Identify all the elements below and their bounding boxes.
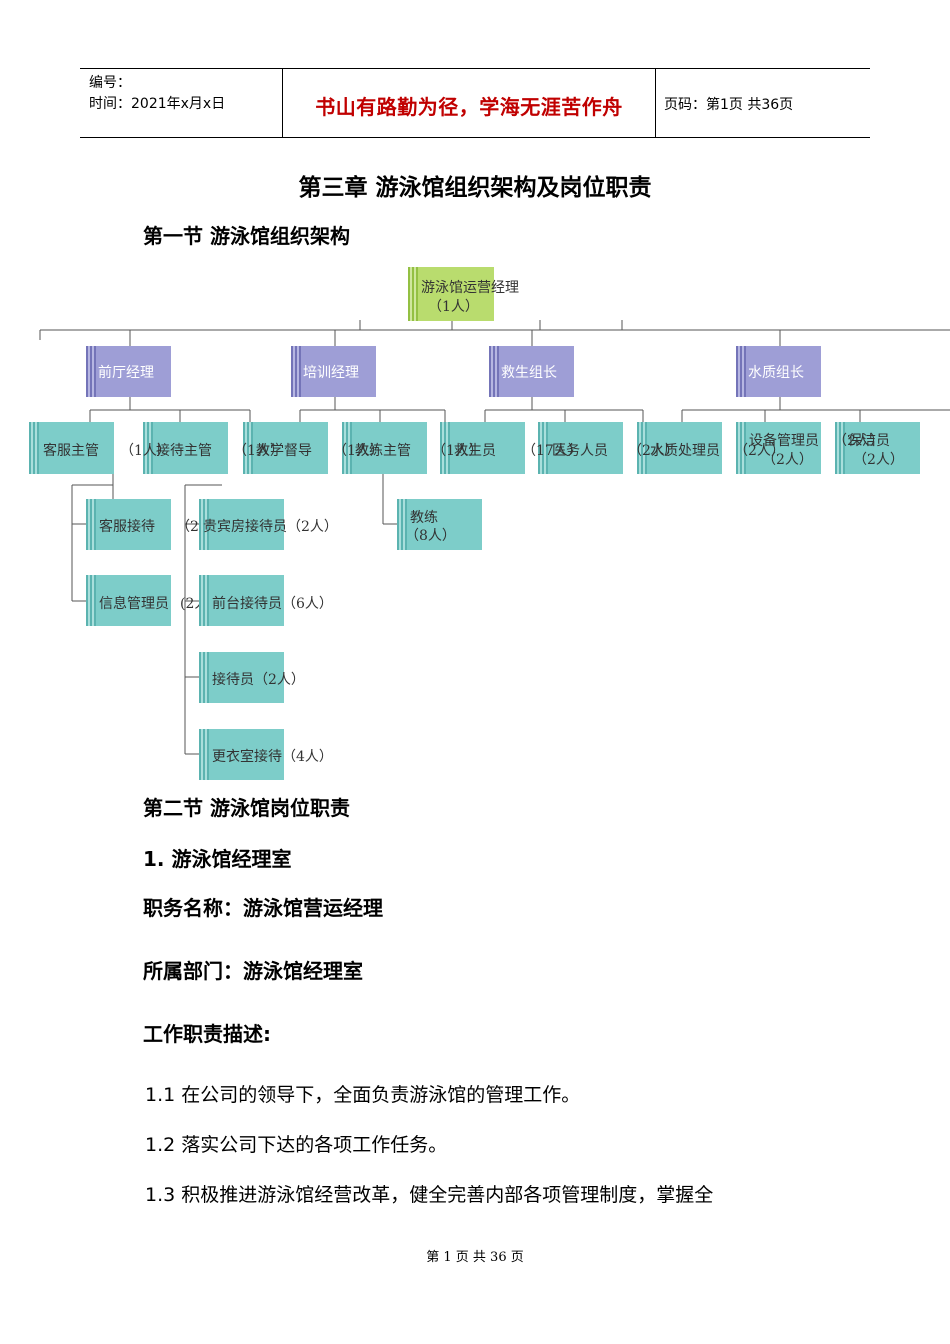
node-accent	[86, 346, 96, 397]
org-node-box	[736, 422, 821, 474]
node-accent	[342, 422, 352, 474]
node-accent	[243, 422, 253, 474]
org-node-operations-manager	[408, 267, 494, 321]
number-label: 编号：	[89, 75, 131, 91]
org-node-box	[143, 422, 228, 474]
node-accent	[291, 346, 301, 397]
org-node-box	[29, 422, 114, 474]
node-accent	[86, 575, 96, 626]
org-node-box	[538, 422, 623, 474]
org-node-front-office-manager: 前厅经理	[86, 346, 171, 397]
node-count: （1人）	[233, 443, 284, 459]
node-accent	[199, 729, 209, 780]
node-label-coach-supervisor: 教练主管	[355, 443, 411, 459]
section-title: 第一节 游泳馆组织架构	[143, 224, 350, 248]
node-count-overflow: （2人）	[833, 433, 884, 449]
node-label-receptionist: 接待员（2人）	[212, 672, 305, 688]
node-label: 培训经理	[303, 364, 359, 381]
node-label-coach: 教练	[410, 510, 438, 526]
org-chart: 游泳馆运营经理 （1人） 前厅经理 培训经理 救生组长 水质组长 客服主管 （1…	[29, 267, 950, 780]
node-label-water-treatment: 水质处理员	[650, 443, 720, 459]
document-header: 编号： 时间：2021年x月x日 书山有路勤为径，学海无涯苦作舟 页码：第1页 …	[80, 68, 870, 138]
node-accent	[835, 422, 845, 474]
node-label-teaching-supervisor: 教学督导	[256, 443, 312, 459]
node-label-equipment-manager: 设备管理员	[749, 433, 819, 449]
node-label-locker-room: 更衣室接待（4人）	[212, 749, 333, 765]
node-label: 前厅经理	[98, 364, 154, 381]
node-count: （17人）	[522, 443, 582, 459]
motto: 书山有路勤为径，学海无涯苦作舟	[315, 95, 623, 119]
root-count: （1人）	[428, 299, 479, 315]
chapter-title: 第三章 游泳馆组织架构及岗位职责	[298, 175, 652, 201]
node-accent	[408, 267, 418, 321]
node-accent	[489, 346, 499, 397]
header-divider	[282, 69, 283, 137]
header-meta: 编号： 时间：2021年x月x日	[89, 73, 225, 115]
node-count: （1人）	[432, 443, 483, 459]
node-label-vip-reception: 贵宾房接待员（2人）	[203, 519, 338, 535]
org-node-box	[199, 499, 284, 550]
node-accent	[637, 422, 647, 474]
org-node-box	[440, 422, 525, 474]
page-footer: 第 1 页 共 36 页	[426, 1250, 524, 1265]
org-node-lifeguard-leader: 救生组长	[489, 346, 574, 397]
org-node-box	[243, 422, 328, 474]
org-node-box	[199, 575, 284, 626]
node-count: （2人）	[853, 452, 904, 468]
node-count: （8人）	[405, 528, 456, 544]
header-divider	[655, 69, 656, 137]
org-node-water-quality-leader: 水质组长	[736, 346, 821, 397]
root-title: 游泳馆运营经理	[421, 280, 519, 296]
node-accent	[736, 422, 746, 474]
node-accent	[86, 499, 96, 550]
node-label-lifeguard: 救生员	[454, 443, 496, 459]
org-node-box	[199, 652, 284, 703]
node-label-cleaner: 保洁员	[848, 433, 890, 449]
org-node-box	[199, 729, 284, 780]
node-label-info-manager: 信息管理员	[99, 596, 169, 612]
section-title: 第二节 游泳馆岗位职责	[143, 796, 350, 820]
node-label-front-desk: 前台接待员（6人）	[212, 596, 333, 612]
node-accent	[199, 499, 209, 550]
node-accent	[199, 575, 209, 626]
org-node-training-manager: 培训经理	[291, 346, 376, 397]
job-name: 职务名称：游泳馆营运经理	[143, 896, 383, 920]
node-label-medical-staff: 医务人员	[552, 443, 608, 459]
node-accent	[29, 422, 39, 474]
duty-item: 1.3 积极推进游泳馆经营改革，健全完善内部各项管理制度，掌握全	[145, 1184, 714, 1206]
duty-item: 1.2 落实公司下达的各项工作任务。	[145, 1134, 448, 1156]
page-info: 页码：第1页 共36页	[664, 97, 794, 113]
node-accent	[143, 422, 153, 474]
node-label: 救生组长	[501, 364, 557, 381]
node-label-customer-service-supervisor: 客服主管	[43, 443, 99, 459]
subsection-title: 1. 游泳馆经理室	[143, 847, 292, 871]
org-node-box	[397, 499, 482, 550]
duty-item: 1.1 在公司的领导下，全面负责游泳馆的管理工作。	[145, 1084, 581, 1106]
node-accent	[199, 652, 209, 703]
org-node-box	[86, 499, 171, 550]
node-accent	[397, 499, 407, 550]
org-node-box	[835, 422, 920, 474]
duty-title: 工作职责描述:	[143, 1022, 271, 1046]
org-node-box	[637, 422, 722, 474]
node-count: （1人）	[120, 443, 171, 459]
node-count: （2人）	[734, 443, 785, 459]
node-accent	[440, 422, 450, 474]
node-accent	[538, 422, 548, 474]
org-chart-connectors	[39, 320, 950, 755]
node-count: （2人）	[628, 443, 679, 459]
node-label: 水质组长	[748, 364, 804, 381]
org-node-box	[342, 422, 427, 474]
node-count: （2人）	[762, 452, 813, 468]
department: 所属部门：游泳馆经理室	[143, 959, 363, 983]
node-label-cs-reception: 客服接待	[99, 519, 155, 535]
node-count: （1人）	[333, 443, 384, 459]
node-accent	[736, 346, 746, 397]
date-label: 时间：2021年x月x日	[89, 96, 226, 112]
org-node-box	[86, 575, 171, 626]
node-label-reception-supervisor: 接待主管	[156, 443, 212, 459]
